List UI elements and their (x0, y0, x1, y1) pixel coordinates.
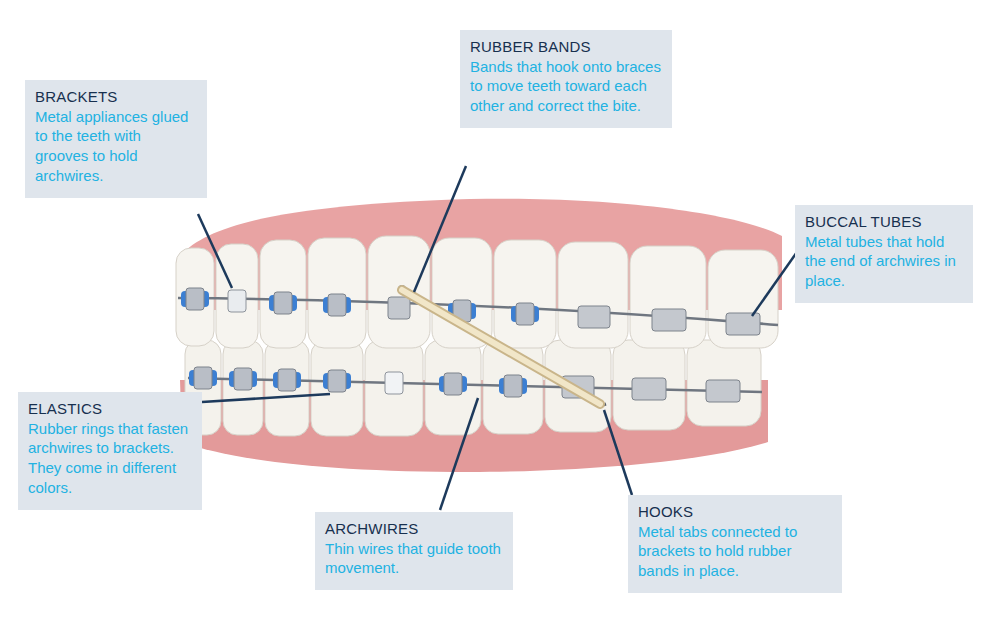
bracket (328, 294, 346, 316)
callout-heading: RUBBER BANDS (470, 37, 662, 57)
callout-heading: ELASTICS (28, 399, 192, 419)
bracket (274, 292, 292, 314)
bracket (385, 372, 403, 394)
callout-heading: HOOKS (638, 502, 832, 522)
leader-line (440, 398, 478, 510)
archwire (178, 298, 778, 325)
leader-line (198, 214, 232, 288)
bracket (516, 303, 534, 325)
tooth (365, 340, 423, 436)
bracket (278, 369, 296, 391)
callout-text: Bands that hook onto braces to move teet… (470, 57, 662, 117)
bracket (328, 370, 346, 392)
leader-line (604, 410, 632, 495)
leader-line (752, 252, 797, 316)
tooth (216, 244, 258, 348)
callout-box: BUCCAL TUBESMetal tubes that hold the en… (795, 205, 973, 303)
buccal-tube (726, 313, 760, 335)
buccal-tube (652, 309, 686, 331)
bracket (444, 373, 462, 395)
callout-box: ARCHWIRESThin wires that guide tooth mov… (315, 512, 513, 590)
callout-heading: ARCHWIRES (325, 519, 503, 539)
callout-text: Metal tabs connected to brackets to hold… (638, 522, 832, 582)
bracket (186, 288, 204, 310)
bracket (234, 368, 252, 390)
callout-heading: BRACKETS (35, 87, 197, 107)
bracket (388, 297, 410, 319)
callout-box: ELASTICSRubber rings that fasten archwir… (18, 392, 202, 510)
callout-box: RUBBER BANDSBands that hook onto braces … (460, 30, 672, 128)
tooth (425, 340, 481, 435)
leader-line (202, 394, 330, 402)
buccal-tube (706, 380, 740, 402)
callout-text: Rubber rings that fasten archwires to br… (28, 419, 192, 499)
tooth (265, 340, 309, 436)
bracket (504, 375, 522, 397)
callout-text: Metal appliances glued to the teeth with… (35, 107, 197, 187)
callout-text: Metal tubes that hold the end of archwir… (805, 232, 963, 292)
callout-box: BRACKETSMetal appliances glued to the te… (25, 80, 207, 198)
callout-heading: BUCCAL TUBES (805, 212, 963, 232)
tooth (613, 340, 685, 430)
callout-text: Thin wires that guide tooth movement. (325, 539, 503, 579)
bracket (194, 367, 212, 389)
callout-box: HOOKSMetal tabs connected to brackets to… (628, 495, 842, 593)
tooth (223, 340, 263, 435)
rubber-band (402, 290, 600, 404)
tooth (308, 238, 366, 348)
rubber-band (402, 290, 600, 404)
tooth (558, 242, 628, 348)
tooth (630, 246, 706, 348)
buccal-tube (578, 306, 610, 328)
leader-line (414, 166, 466, 292)
buccal-tube (632, 378, 666, 400)
tooth (687, 340, 761, 426)
bracket (228, 290, 246, 312)
tooth (494, 240, 556, 348)
tooth (260, 240, 306, 348)
tooth (311, 340, 363, 436)
tooth (708, 250, 778, 348)
tooth (176, 248, 214, 346)
